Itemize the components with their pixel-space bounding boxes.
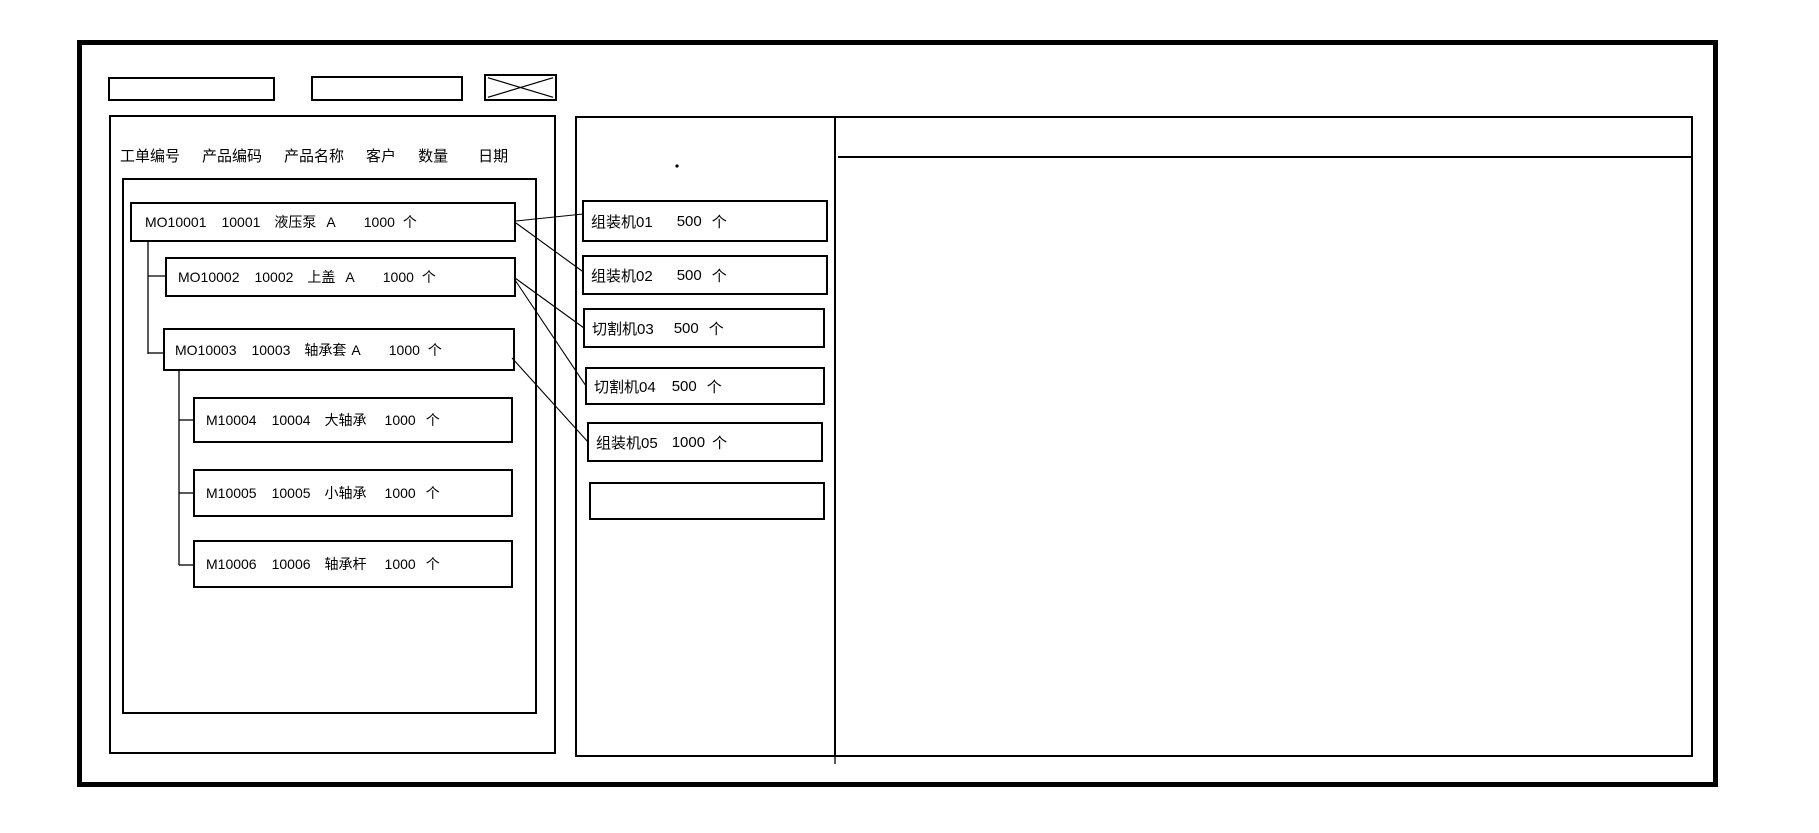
qty: 1000 — [363, 214, 395, 230]
machine-row-3[interactable]: 切割机03 500 个 — [583, 308, 825, 348]
product-name: 上盖 — [307, 269, 336, 285]
unit: 个 — [425, 556, 440, 572]
order-no: M10006 — [206, 556, 257, 572]
column-header-row: 工单编号 产品编码 产品名称 客户 数量 日期 — [120, 146, 509, 165]
col-header-date: 日期 — [478, 147, 509, 165]
machine-qty: 500 — [673, 319, 699, 337]
machine-name: 组装机01 — [591, 213, 653, 231]
product-code: 10004 — [271, 412, 311, 428]
machine-name: 切割机04 — [594, 378, 656, 396]
detail-panel — [834, 116, 1693, 757]
customer: A — [345, 269, 355, 285]
col-header-product-name: 产品名称 — [284, 147, 345, 165]
qty: 1000 — [384, 412, 416, 428]
machine-row-4[interactable]: 切割机04 500 个 — [585, 367, 825, 405]
machine-row-5[interactable]: 组装机05 1000 个 — [587, 422, 823, 462]
machine-qty: 1000 — [671, 433, 706, 451]
product-code: 10006 — [271, 556, 311, 572]
product-name: 轴承杆 — [324, 556, 367, 572]
machine-unit: 个 — [711, 213, 727, 231]
product-name: 小轴承 — [324, 485, 367, 501]
unit: 个 — [402, 214, 417, 230]
toolbar-input-2[interactable] — [311, 76, 463, 101]
machine-unit: 个 — [708, 320, 724, 338]
machine-qty: 500 — [676, 266, 702, 284]
work-order-row-5[interactable]: M10005 10005 小轴承 1000 个 — [193, 469, 513, 517]
machine-qty: 500 — [676, 212, 702, 230]
col-header-qty: 数量 — [418, 147, 449, 165]
machine-name: 组装机02 — [591, 267, 653, 285]
work-order-row-4[interactable]: M10004 10004 大轴承 1000 个 — [193, 397, 513, 443]
unit: 个 — [425, 485, 440, 501]
customer: A — [326, 214, 336, 230]
customer: A — [351, 341, 361, 358]
machine-unit: 个 — [711, 267, 727, 285]
order-no: MO10003 — [175, 341, 237, 358]
col-header-product-code: 产品编码 — [202, 147, 263, 165]
product-name: 液压泵 — [274, 214, 317, 230]
order-no: M10005 — [206, 485, 257, 501]
product-name: 大轴承 — [324, 412, 367, 428]
product-name: 轴承套 — [304, 341, 347, 358]
unit: 个 — [427, 341, 442, 358]
col-header-customer: 客户 — [366, 147, 397, 165]
machine-name: 切割机03 — [592, 320, 654, 338]
work-order-row-3[interactable]: MO10003 10003 轴承套 A 1000 个 — [163, 328, 515, 371]
qty: 1000 — [384, 556, 416, 572]
machine-name: 组装机05 — [596, 434, 658, 452]
work-order-row-2[interactable]: MO10002 10002 上盖 A 1000 个 — [165, 257, 516, 297]
product-code: 10005 — [271, 485, 311, 501]
product-code: 10002 — [254, 269, 294, 285]
qty: 1000 — [382, 269, 414, 285]
machine-qty: 500 — [671, 377, 697, 395]
machine-unit: 个 — [706, 378, 722, 396]
machine-row-6-empty[interactable] — [589, 482, 825, 520]
unit: 个 — [421, 269, 436, 285]
product-code: 10003 — [251, 341, 291, 358]
qty: 1000 — [388, 341, 420, 358]
work-order-row-1[interactable]: MO10001 10001 液压泵 A 1000 个 — [130, 202, 516, 242]
product-code: 10001 — [221, 214, 261, 230]
col-header-order-no: 工单编号 — [120, 147, 181, 165]
order-no: MO10001 — [145, 214, 207, 230]
work-order-row-6[interactable]: M10006 10006 轴承杆 1000 个 — [193, 540, 513, 588]
machine-row-1[interactable]: 组装机01 500 个 — [582, 200, 828, 242]
qty: 1000 — [384, 485, 416, 501]
toolbar-input-1[interactable] — [108, 77, 275, 101]
unit: 个 — [425, 412, 440, 428]
machine-row-2[interactable]: 组装机02 500 个 — [582, 255, 828, 295]
close-button[interactable] — [484, 74, 557, 101]
close-x-icon — [487, 77, 554, 98]
machine-unit: 个 — [712, 434, 728, 452]
order-no: MO10002 — [178, 269, 240, 285]
order-no: M10004 — [206, 412, 257, 428]
detail-panel-header — [838, 117, 1691, 158]
